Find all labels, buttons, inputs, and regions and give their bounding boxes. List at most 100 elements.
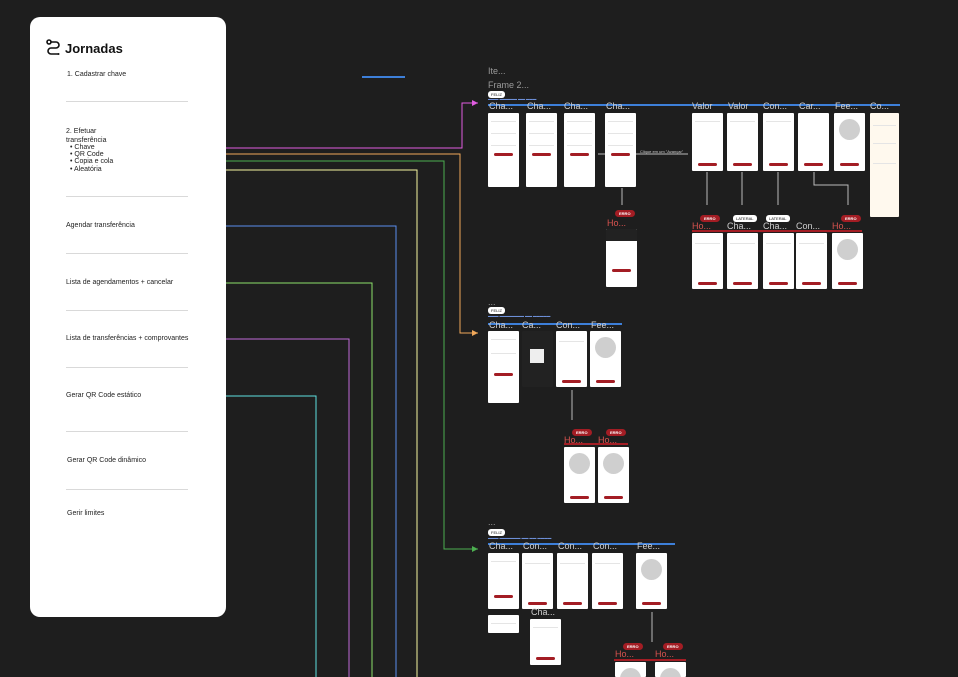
divider <box>66 196 188 197</box>
phone-screen[interactable] <box>488 331 519 403</box>
frame-title[interactable]: Ca... <box>522 320 542 330</box>
frame-title[interactable]: Cha... <box>527 101 552 111</box>
sub-item-copia-cola[interactable]: • Copia e cola <box>70 158 114 165</box>
tag-erro: ERRO <box>606 429 626 436</box>
journey-item-qr-estatico[interactable]: Gerar QR Code estático <box>66 392 142 399</box>
phone-screen[interactable] <box>488 553 519 609</box>
frame-title[interactable]: Car... <box>799 101 821 111</box>
phone-screen[interactable] <box>692 233 723 289</box>
tag-erro: ERRO <box>841 215 861 222</box>
journey-item-lista-agendamentos[interactable]: Lista de agendamentos + cancelar <box>66 279 174 286</box>
phone-screen[interactable] <box>488 615 519 633</box>
frame-title[interactable]: Con... <box>523 541 548 551</box>
frame-title[interactable]: Valor <box>728 101 749 111</box>
phone-screen[interactable] <box>590 331 621 387</box>
phone-screen[interactable] <box>564 447 595 503</box>
phone-screen[interactable] <box>692 113 723 171</box>
divider <box>66 367 188 368</box>
journey-item-cadastrar[interactable]: 1. Cadastrar chave <box>67 71 127 78</box>
phone-screen[interactable] <box>636 553 667 609</box>
sub-item-chave[interactable]: • Chave <box>70 144 95 151</box>
phone-screen[interactable] <box>557 553 588 609</box>
frame-title[interactable]: Cha... <box>489 541 514 551</box>
tag-feliz: FELIZ <box>488 307 505 314</box>
phone-screen[interactable] <box>832 233 863 289</box>
phone-screen[interactable] <box>798 113 829 171</box>
divider <box>66 489 188 490</box>
frame-title[interactable]: Con... <box>558 541 583 551</box>
phone-screen[interactable] <box>655 662 686 677</box>
phone-screen[interactable] <box>606 229 637 287</box>
flow-note: Clique em um "Avançar" <box>640 149 684 154</box>
frame-title[interactable]: Co... <box>870 101 890 111</box>
phone-screen[interactable] <box>526 113 557 187</box>
section-subtitle: ▬▬▬ ▬▬▬▬▬ ▬▬ ▬▬▬ <box>488 97 537 101</box>
sub-item-label: Copia e cola <box>74 158 114 165</box>
phone-screen[interactable] <box>488 113 519 187</box>
phone-screen[interactable] <box>796 233 827 289</box>
frame-title[interactable]: Cha... <box>489 101 514 111</box>
frame-title[interactable]: Ho... <box>692 221 712 231</box>
tag-erro: ERRO <box>572 429 592 436</box>
phone-screen[interactable] <box>763 113 794 171</box>
phone-screen[interactable] <box>834 113 865 171</box>
phone-screen[interactable] <box>556 331 587 387</box>
sub-item-label: Aleatória <box>74 166 102 173</box>
phone-screen[interactable] <box>592 553 623 609</box>
tag-erro: ERRO <box>623 643 643 650</box>
frame-title[interactable]: Valor <box>692 101 713 111</box>
frame-title[interactable]: Ho... <box>615 649 635 659</box>
tag-erro: ERRO <box>663 643 683 650</box>
section-label[interactable]: ... <box>488 297 496 307</box>
phone-screen[interactable] <box>522 553 553 609</box>
frame-title[interactable]: Ho... <box>564 435 584 445</box>
frame-title[interactable]: Con... <box>763 101 788 111</box>
journey-item-agendar[interactable]: Agendar transferência <box>66 222 135 229</box>
phone-screen[interactable] <box>605 113 636 187</box>
frame-title[interactable]: Con... <box>556 320 581 330</box>
journey-item-efetuar[interactable]: 2. Efetuar transferência <box>66 128 107 144</box>
section-label[interactable]: Frame 2... <box>488 80 530 90</box>
frame-title[interactable]: Cha... <box>763 221 788 231</box>
frame-title[interactable]: Cha... <box>606 101 631 111</box>
phone-screen[interactable] <box>564 113 595 187</box>
sub-item-label: Chave <box>74 144 95 151</box>
tag-erro: ERRO <box>615 210 635 217</box>
frame-title[interactable]: Cha... <box>489 320 514 330</box>
section-label[interactable]: Ite... <box>488 66 506 76</box>
journey-item-gerir-limites[interactable]: Gerir limites <box>67 510 105 517</box>
frame-title[interactable]: Cha... <box>531 607 556 617</box>
frame-title[interactable]: Ho... <box>832 221 852 231</box>
frame-title[interactable]: Con... <box>593 541 618 551</box>
divider <box>66 431 188 432</box>
panel-title: Jornadas <box>65 41 123 56</box>
frame-title[interactable]: Ho... <box>607 218 627 228</box>
sub-item-aleatoria[interactable]: • Aleatória <box>70 166 102 173</box>
journey-item-qr-dinamico[interactable]: Gerar QR Code dinâmico <box>67 457 146 464</box>
phone-screen[interactable] <box>530 619 561 665</box>
section-label[interactable]: ... <box>488 517 496 527</box>
phone-screen[interactable] <box>727 233 758 289</box>
frame-title[interactable]: Con... <box>796 221 821 231</box>
phone-screen[interactable] <box>763 233 794 289</box>
sub-item-qrcode[interactable]: • QR Code <box>70 151 104 158</box>
journey-item-lista-transferencias[interactable]: Lista de transferências + comprovantes <box>66 335 189 342</box>
frame-title[interactable]: Fee... <box>835 101 859 111</box>
tag-feliz: FELIZ <box>488 91 505 98</box>
phone-screen[interactable] <box>615 662 646 677</box>
frame-title[interactable]: Ho... <box>598 435 618 445</box>
frame-title[interactable]: Cha... <box>564 101 589 111</box>
journeys-panel <box>30 17 226 617</box>
frame-title[interactable]: Fee... <box>637 541 661 551</box>
frame-title[interactable]: Ho... <box>655 649 675 659</box>
camera-screen[interactable] <box>522 331 553 387</box>
phone-screen[interactable] <box>598 447 629 503</box>
frame-title[interactable]: Cha... <box>727 221 752 231</box>
frame-title[interactable]: Fee... <box>591 320 615 330</box>
divider <box>66 101 188 102</box>
divider <box>66 310 188 311</box>
phone-screen[interactable] <box>727 113 758 171</box>
phone-screen[interactable] <box>870 113 899 217</box>
section-subtitle: ▬▬▬ ▬▬▬▬▬▬ ▬▬ ▬▬ ▬▬▬▬ <box>488 536 552 540</box>
